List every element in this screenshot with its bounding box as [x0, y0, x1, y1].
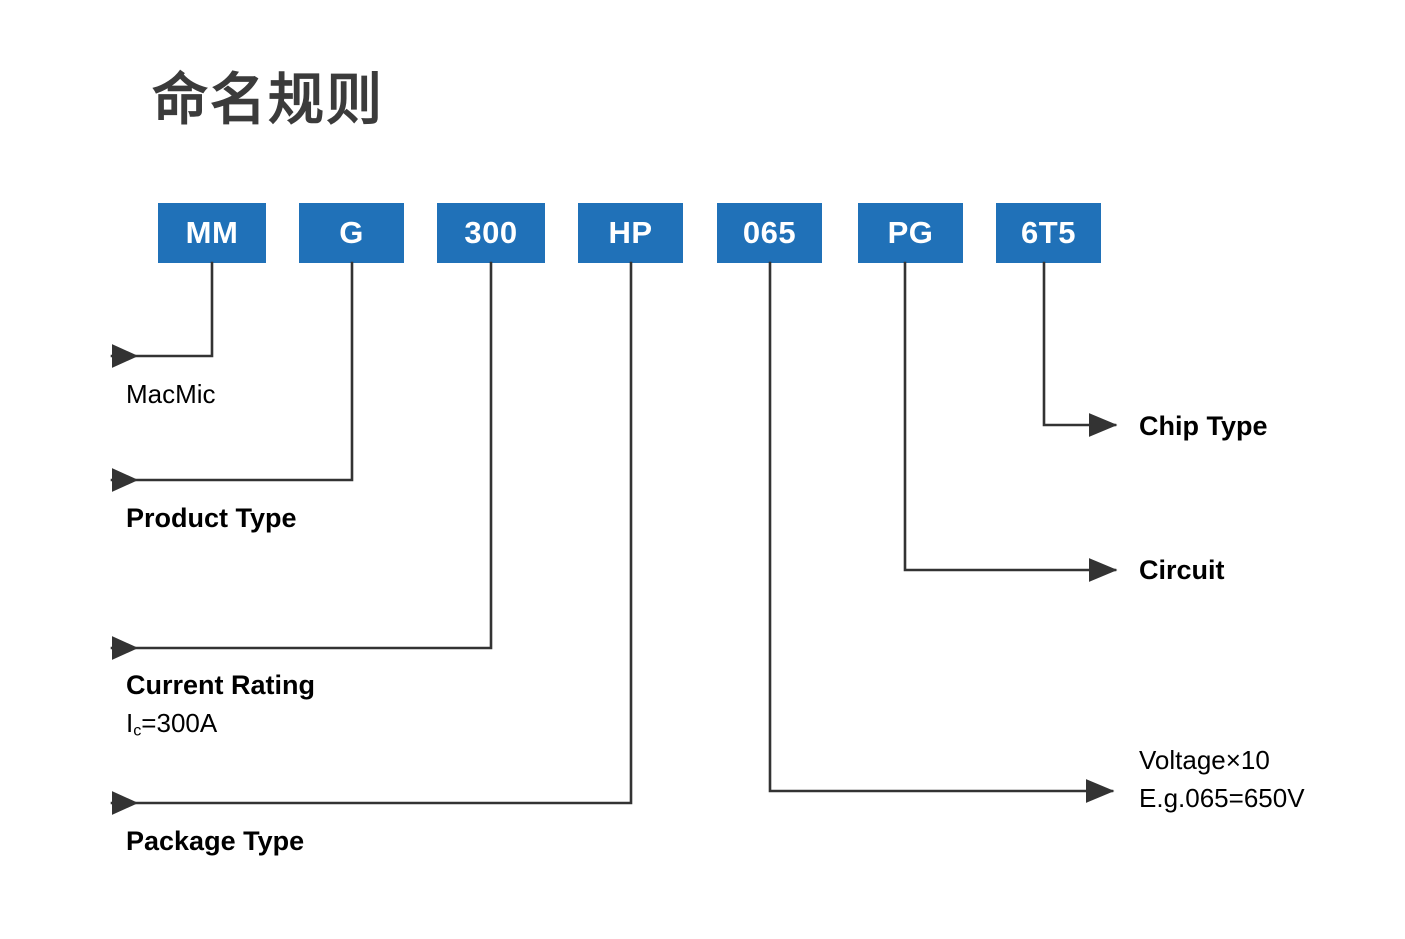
- wire-6t5-to-chip-type: [1042, 261, 1118, 437]
- code-box-g[interactable]: G: [299, 203, 404, 263]
- wire-300-to-current-rating: [110, 261, 493, 660]
- wire-mm-to-macmic: [110, 261, 214, 368]
- callout-package-type: Package Type: [126, 826, 305, 856]
- code-box-065[interactable]: 065: [717, 203, 822, 263]
- callout-macmic: MacMic: [126, 379, 216, 409]
- callout-circuit: Circuit: [1139, 555, 1225, 585]
- ic-subscript: c: [133, 721, 142, 740]
- wire-g-to-product-type: [110, 261, 354, 492]
- wire-pg-to-circuit: [903, 261, 1118, 582]
- wire-065-to-voltage: [768, 261, 1115, 803]
- callout-product-type: Product Type: [126, 503, 297, 533]
- callout-current-rating-value: Ic=300A: [126, 708, 217, 741]
- ic-rest: =300A: [141, 708, 218, 738]
- callout-voltage: Voltage×10: [1139, 745, 1270, 775]
- callout-chip-type: Chip Type: [1139, 411, 1268, 441]
- code-box-mm[interactable]: MM: [158, 203, 266, 263]
- ic-base: I: [126, 708, 134, 738]
- callout-current-rating: Current Rating: [126, 670, 315, 700]
- callout-voltage-example: E.g.065=650V: [1139, 783, 1305, 813]
- page-title: 命名规则: [152, 68, 384, 131]
- code-box-300[interactable]: 300: [437, 203, 545, 263]
- code-box-hp[interactable]: HP: [578, 203, 683, 263]
- code-box-6t5[interactable]: 6T5: [996, 203, 1101, 263]
- code-box-pg[interactable]: PG: [858, 203, 963, 263]
